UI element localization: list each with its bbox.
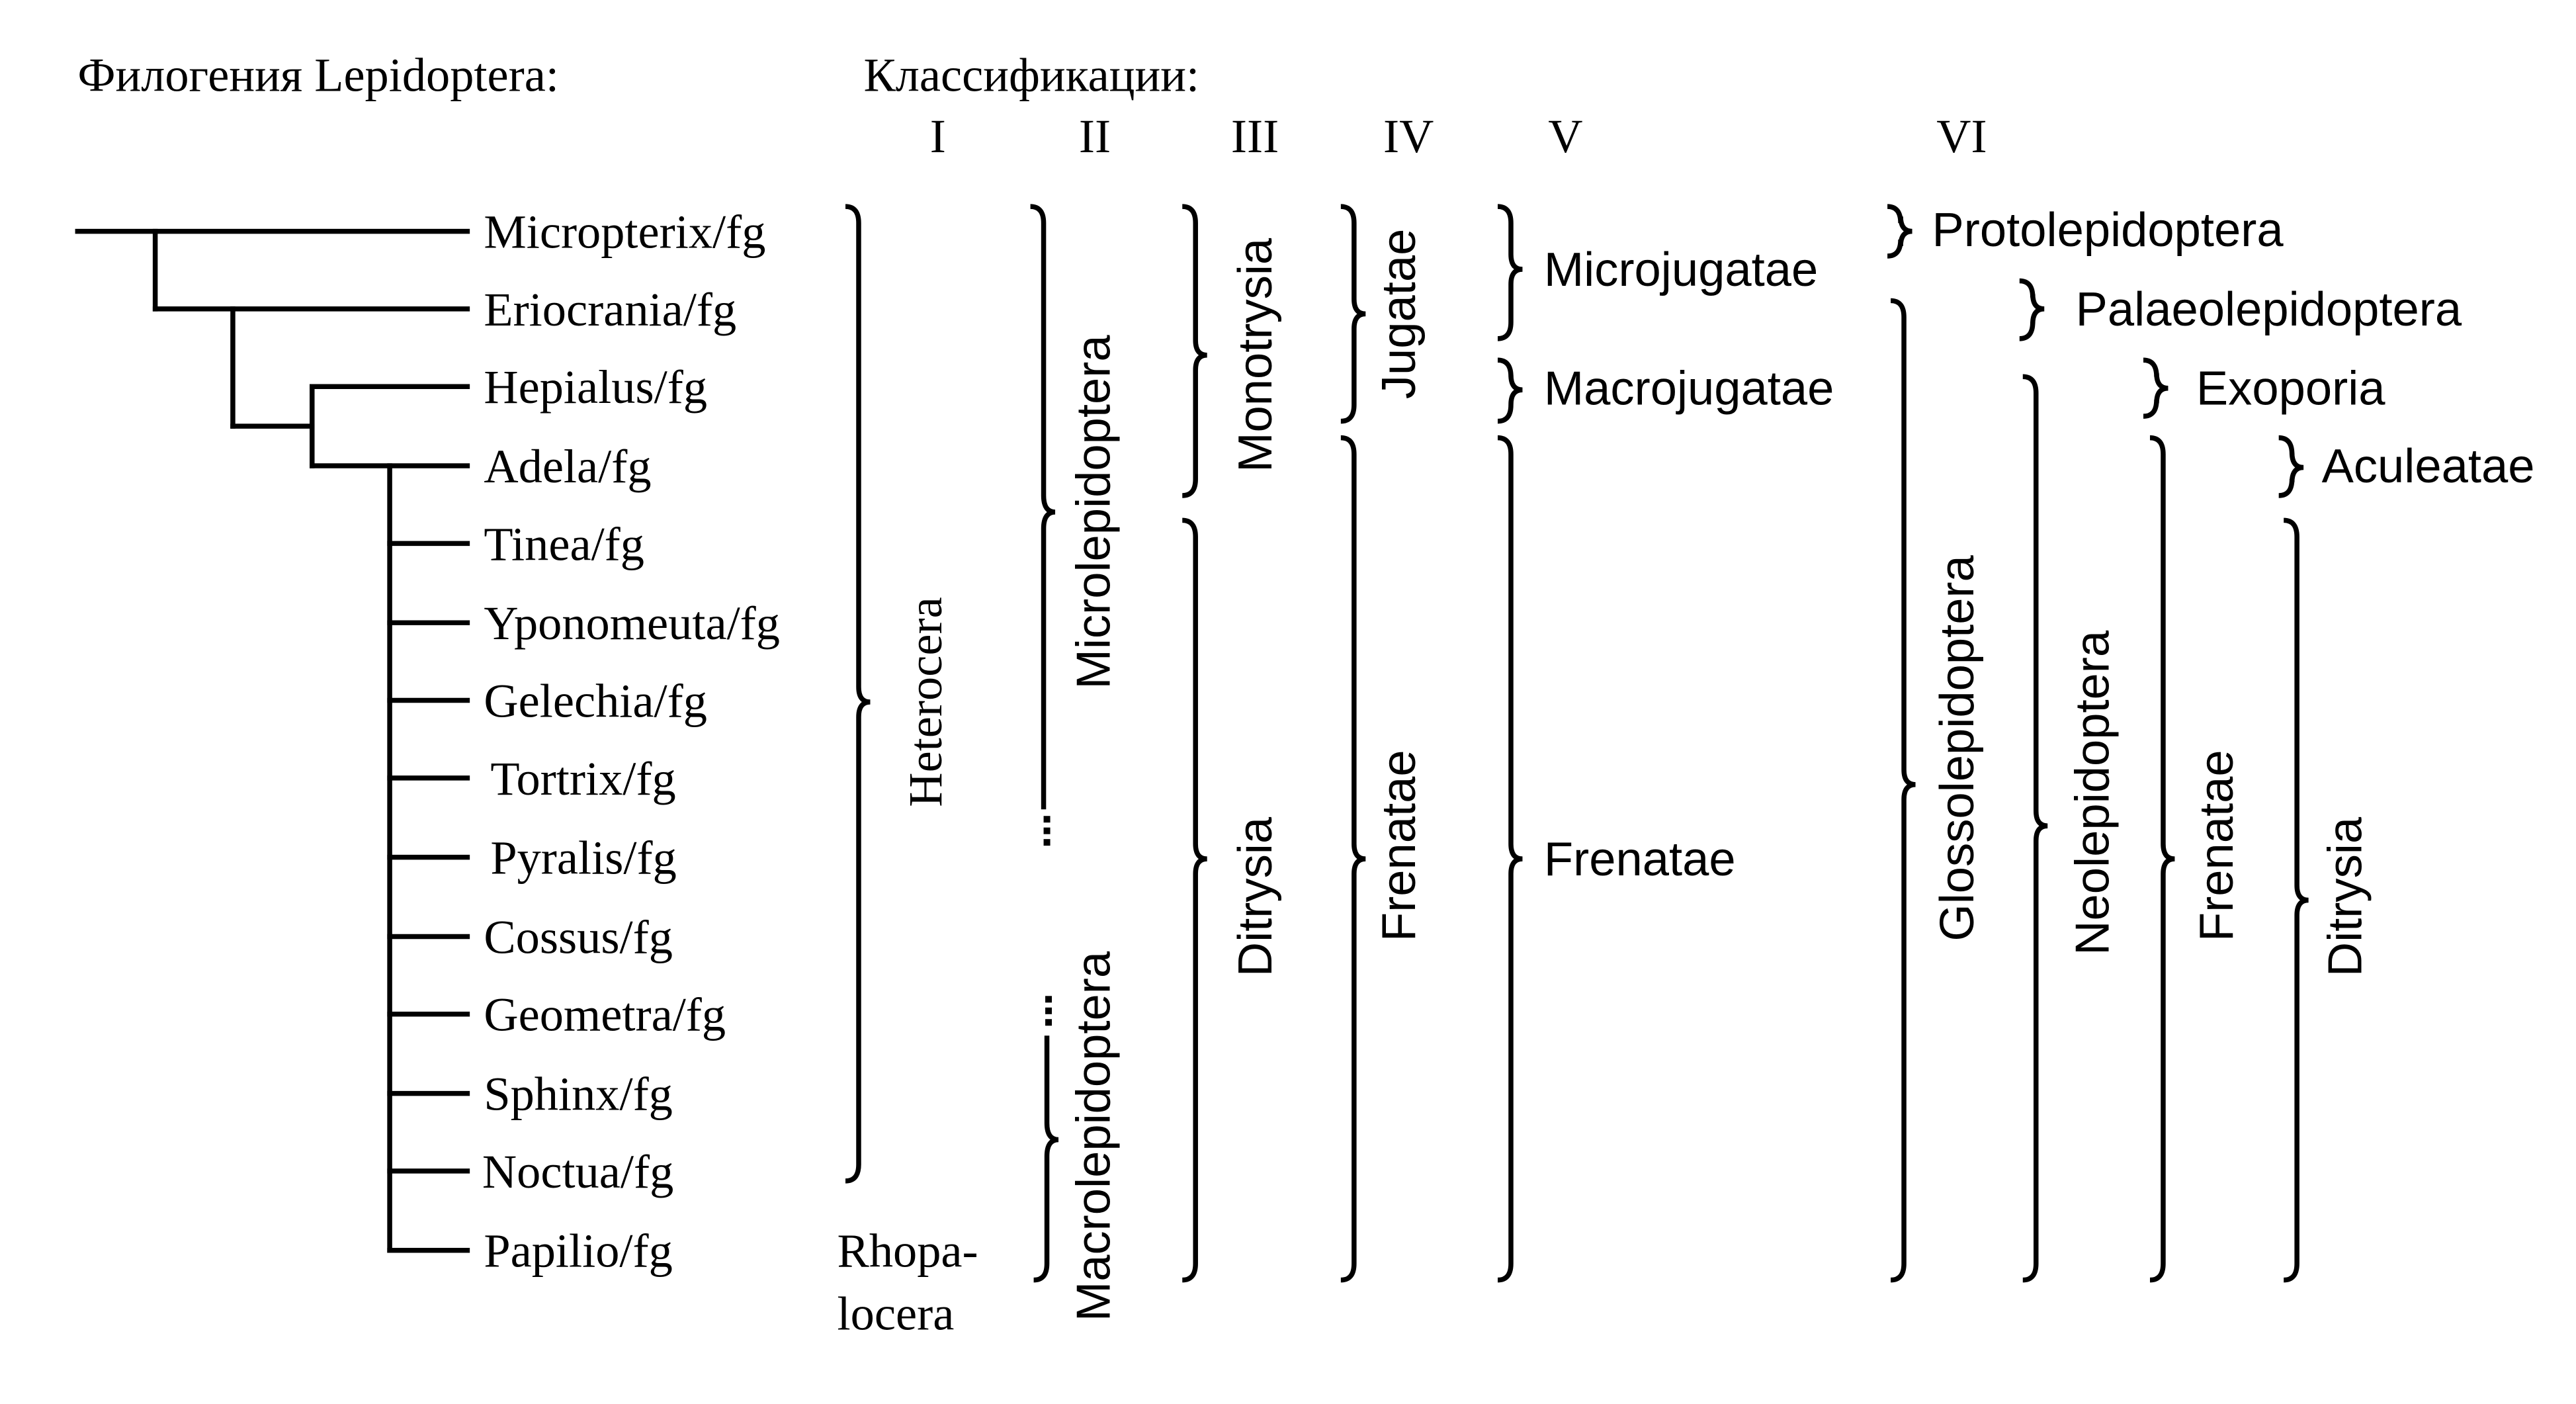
taxon-label: Hepialus/fg <box>484 361 707 414</box>
palaeolepidoptera-label: Palaeolepidoptera <box>2076 283 2462 336</box>
ditrysia-3-brace <box>1181 517 1207 1283</box>
frenatae-4-brace <box>1340 435 1366 1283</box>
exoporia-brace <box>2143 357 2168 419</box>
numeral-VI: VI <box>1936 110 1987 163</box>
microlepidoptera-label: Microlepidoptera <box>1066 335 1120 689</box>
taxon-label: Yponomeuta/fg <box>484 597 780 650</box>
numeral-I: I <box>930 110 946 163</box>
taxon-label: Cossus/fg <box>484 910 673 963</box>
ditrysia-6-label: Ditrysia <box>2319 816 2372 977</box>
jugatae-label: Jugatae <box>1372 229 1426 400</box>
macrolepidoptera-ellipsis <box>1045 1019 1052 1026</box>
macrojugatae-brace <box>1497 357 1523 424</box>
frenatae-4-label: Frenatae <box>1372 750 1426 942</box>
group-labels: HeteroceraRhopa-loceraMicrolepidopteraMa… <box>837 203 2535 1340</box>
microlepidoptera-ellipsis <box>1043 816 1051 823</box>
taxa-labels: Micropterix/fgEriocrania/fgHepialus/fgAd… <box>482 206 780 1278</box>
neolepidoptera-label: Neolepidoptera <box>2066 630 2120 955</box>
macrolepidoptera-brace <box>1033 1035 1059 1283</box>
taxon-label: Micropterix/fg <box>484 206 765 259</box>
microlepidoptera-ellipsis <box>1043 827 1051 834</box>
taxon-label: Tortrix/fg <box>490 752 675 805</box>
frenatae-6-label: Frenatae <box>2190 750 2243 942</box>
taxon-label: Geometra/fg <box>484 988 726 1041</box>
protolepidoptera-brace <box>1887 204 1912 259</box>
taxon-label: Papilio/fg <box>484 1225 672 1278</box>
macrolepidoptera-ellipsis <box>1045 1007 1052 1014</box>
rhopalocera-1-label: Rhopa- <box>837 1225 978 1278</box>
macrolepidoptera-label: Macrolepidoptera <box>1066 951 1120 1321</box>
taxon-label: Gelechia/fg <box>484 674 707 727</box>
macrolepidoptera-ellipsis <box>1045 996 1052 1003</box>
numeral-III: III <box>1231 110 1279 163</box>
exoporia-label: Exoporia <box>2196 362 2385 416</box>
taxon-label: Tinea/fg <box>484 517 644 570</box>
heterocera-label: Heterocera <box>899 597 952 807</box>
microjugatae-label: Microjugatae <box>1544 243 1818 296</box>
heterocera-brace <box>845 204 871 1184</box>
glossolepidoptera-brace <box>1890 298 1916 1283</box>
taxon-label: Eriocrania/fg <box>484 283 736 336</box>
rhopalocera-2-label: locera <box>837 1288 955 1340</box>
protolepidoptera-label: Protolepidoptera <box>1932 203 2284 257</box>
ditrysia-6-brace <box>2283 517 2309 1283</box>
microjugatae-brace <box>1497 204 1523 341</box>
frenatae-6-brace <box>2149 435 2175 1283</box>
numeral-II: II <box>1079 110 1111 163</box>
classification-braces <box>845 204 2309 1283</box>
taxon-label: Adela/fg <box>484 440 651 493</box>
glossolepidoptera-label: Glossolepidoptera <box>1930 554 1984 941</box>
monotrysia-label: Monotrysia <box>1228 238 1282 472</box>
aculeatae-label: Aculeatae <box>2322 439 2535 493</box>
frenatae-5-label: Frenatae <box>1544 832 1736 886</box>
numeral-IV: IV <box>1383 110 1434 163</box>
ditrysia-3-label: Ditrysia <box>1228 816 1282 977</box>
macrojugatae-label: Macrojugatae <box>1544 362 1834 416</box>
monotrysia-brace <box>1181 204 1207 498</box>
jugatae-brace <box>1340 204 1366 424</box>
taxon-label: Noctua/fg <box>482 1145 673 1198</box>
frenatae-5-brace <box>1497 435 1523 1283</box>
aculeatae-brace <box>2278 435 2304 498</box>
microlepidoptera-brace <box>1030 204 1056 810</box>
phylogenetic-tree <box>75 228 470 1253</box>
classifications-title: Классификации: <box>863 48 1199 101</box>
numeral-V: V <box>1548 110 1582 163</box>
neolepidoptera-brace <box>2022 374 2048 1283</box>
microlepidoptera-ellipsis <box>1043 839 1051 846</box>
palaeolepidoptera-brace <box>2019 278 2045 341</box>
taxon-label: Sphinx/fg <box>484 1068 673 1121</box>
phylogeny-title: Филогения Lepidoptera: <box>77 48 559 101</box>
taxon-label: Pyralis/fg <box>490 832 676 885</box>
